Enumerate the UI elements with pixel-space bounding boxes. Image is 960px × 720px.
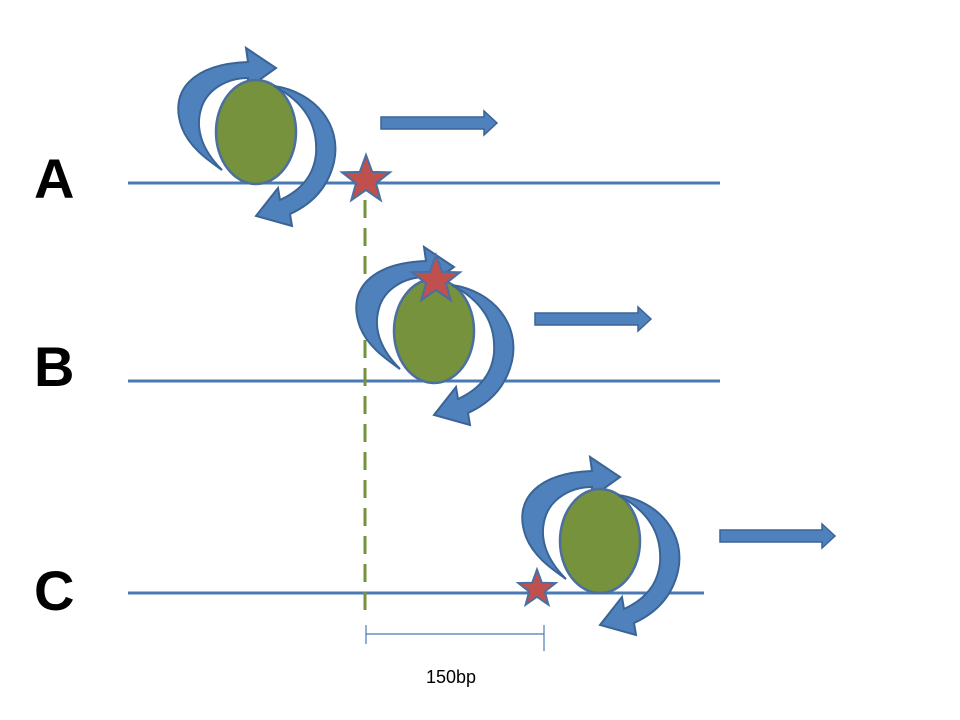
marker-star-c-icon [517,568,557,606]
nucleosome-group-a [177,47,337,227]
nucleosome-icon [558,487,642,595]
nucleosome-icon [392,277,476,385]
direction-arrow-a-icon [380,109,499,137]
nucleosome-group-c [521,456,681,636]
row-label-b: B [34,335,74,398]
direction-arrow-c-icon [719,522,837,550]
marker-star-a-icon [341,154,391,202]
scale-bar [365,625,545,651]
scale-label: 150bp [426,667,476,687]
nucleosome-icon [214,78,298,186]
row-label-a: A [34,147,74,210]
direction-arrow-b-icon [534,305,653,333]
row-label-c: C [34,559,74,622]
